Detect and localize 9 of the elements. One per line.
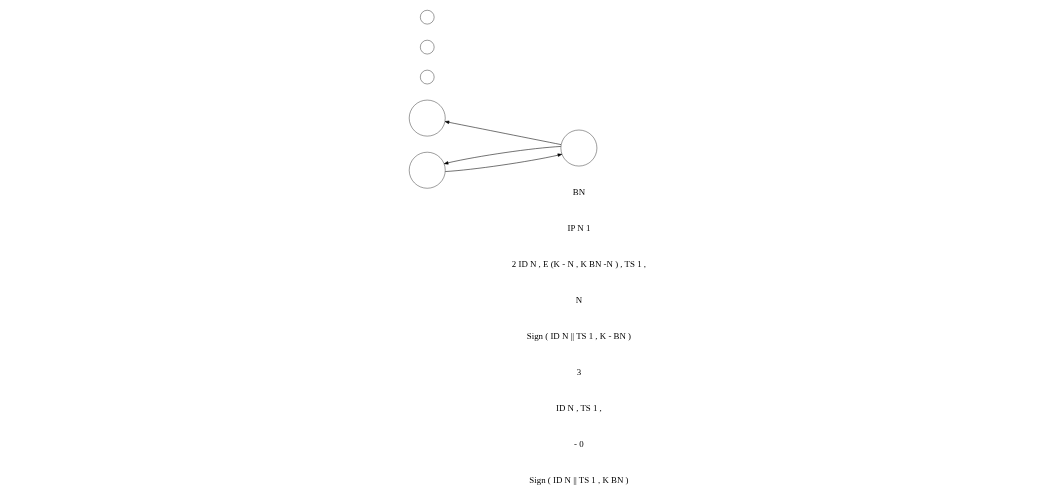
label: IP N 1 [567,222,590,233]
label: N [575,294,582,305]
label: Sign ( ID N || TS 1 , K - BN ) [526,330,631,341]
label: ID N , TS 1 , [555,402,602,413]
label: 3 [576,366,581,377]
label: 2 ID N , E (K - N , K BN -N ) , TS 1 , [511,258,646,269]
label: - 0 [573,438,584,449]
label: Sign ( ID N || TS 1 , K BN ) [528,474,628,485]
label: BN [572,186,585,197]
